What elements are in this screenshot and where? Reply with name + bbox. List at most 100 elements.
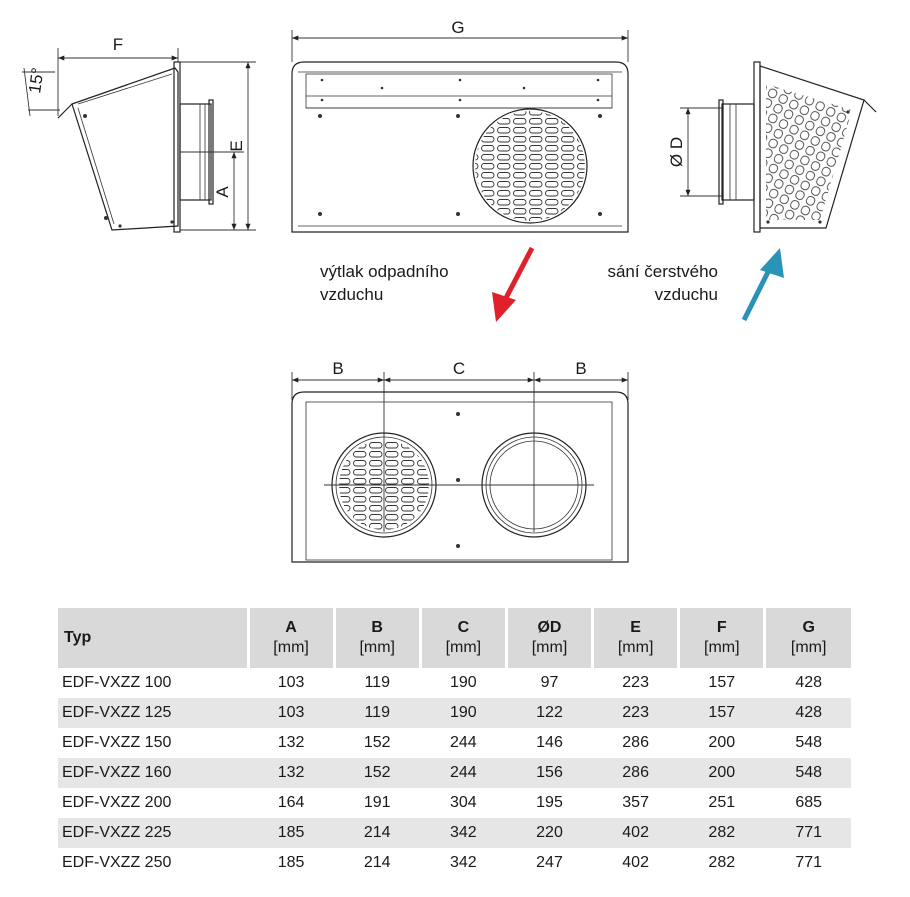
value-cell: 122: [506, 698, 593, 728]
intake-arrow-icon: [741, 248, 784, 322]
dim-b-right-label: B: [575, 359, 586, 378]
technical-drawings: F 15° E A G: [22, 18, 877, 563]
value-cell: 185: [277, 854, 305, 871]
dim-d-label: Ø D: [667, 137, 686, 167]
column-header-name: F: [716, 619, 727, 636]
value-cell: 286: [622, 734, 649, 751]
column-header-unit: [mm]: [790, 639, 827, 656]
value-cell: 286: [592, 758, 679, 788]
value-cell: 103: [248, 698, 335, 728]
value-cell: 304: [450, 794, 477, 811]
value-cell: 164: [277, 794, 305, 811]
dim-f-label: F: [113, 35, 123, 54]
value-cell: 119: [364, 674, 390, 691]
value-cell: 200: [708, 734, 736, 751]
value-cell: 195: [536, 794, 563, 811]
value-cell: 157: [678, 698, 765, 728]
value-cell: 223: [592, 698, 679, 728]
value-cell: 220: [506, 818, 593, 848]
value-cell: 357: [622, 794, 649, 811]
column-header-2: C [mm]: [418, 608, 507, 668]
value-cell: 402: [592, 818, 679, 848]
type-cell: EDF-VXZZ 160: [58, 758, 248, 788]
value-cell: 685: [795, 794, 823, 811]
column-header-1: B[mm]: [332, 608, 421, 668]
value-cell: 97: [540, 674, 559, 691]
value-cell: 214: [363, 854, 391, 871]
value-cell: 132: [277, 734, 305, 751]
value-cell: 428: [764, 698, 851, 728]
column-header-unit: [mm]: [273, 639, 309, 656]
dim-g-label: G: [451, 18, 464, 37]
value-cell: 146: [536, 734, 563, 751]
value-cell: 132: [248, 758, 335, 788]
value-cell: 548: [795, 734, 823, 751]
value-cell: 152: [334, 758, 421, 788]
exhaust-annotation: výtlak odpadního vzduchu: [320, 246, 535, 322]
column-header-0: A [mm]: [246, 608, 335, 668]
value-cell: 251: [708, 794, 736, 811]
value-cell: 771: [764, 818, 851, 848]
rear-view: B C B: [291, 359, 629, 563]
value-cell: 282: [708, 854, 736, 871]
value-cell: 342: [450, 854, 477, 871]
column-header-3: ØD[mm]: [504, 608, 593, 668]
dimension-table: Typ A[mm]B[mm]C[mm]ØD[mm]E[mm]F[mm]G[mm]…: [58, 608, 851, 878]
intake-caption-line2: vzduchu: [655, 285, 718, 304]
dim-c-label: C: [453, 359, 465, 378]
table-header-row: Typ A[mm]B[mm]C[mm]ØD[mm]E[mm]F[mm]G[mm]: [58, 608, 851, 668]
dim-b-left-label: B: [332, 359, 343, 378]
angle-label: 15°: [25, 66, 47, 94]
value-cell: 191: [363, 794, 391, 811]
value-cell: 103: [277, 674, 305, 691]
value-cell: 157: [708, 674, 736, 691]
type-cell: EDF-VXZZ 250: [62, 854, 172, 871]
exhaust-caption-line1: výtlak odpadního: [320, 262, 449, 281]
type-cell: EDF-VXZZ 225: [58, 818, 248, 848]
value-cell: 119: [334, 698, 421, 728]
value-cell: 247: [536, 854, 563, 871]
type-cell: EDF-VXZZ 125: [58, 698, 248, 728]
column-header-name: B: [371, 619, 383, 636]
column-header-unit: [mm]: [704, 639, 740, 656]
column-header-unit: [mm]: [445, 639, 482, 656]
front-view: G: [291, 18, 629, 233]
value-cell: 282: [678, 818, 765, 848]
exhaust-caption-line2: vzduchu: [320, 285, 383, 304]
value-cell: 190: [420, 698, 507, 728]
type-cell: EDF-VXZZ 100: [62, 674, 172, 691]
value-cell: 771: [795, 854, 823, 871]
table-row: EDF-VXZZ 100 103 119 190 97 223 157 428: [58, 668, 851, 698]
value-cell: 152: [363, 734, 391, 751]
column-header-4: E [mm]: [591, 608, 679, 668]
value-cell: 244: [420, 758, 507, 788]
value-cell: 244: [450, 734, 477, 751]
type-cell: EDF-VXZZ 150: [62, 734, 172, 751]
intake-caption-line1: sání čerstvého: [607, 262, 718, 281]
column-header-unit: [mm]: [531, 639, 568, 656]
column-header-unit: [mm]: [617, 639, 654, 656]
value-cell: 185: [248, 818, 335, 848]
intake-annotation: sání čerstvého vzduchu: [607, 248, 784, 322]
side-view-left: F 15° E A: [22, 35, 256, 233]
side-view-right: Ø D: [667, 61, 877, 233]
column-header-name: E: [630, 619, 641, 636]
column-header-5: F [mm]: [677, 608, 765, 668]
table-row: EDF-VXZZ 150 132 152 244 146 286 200 548: [58, 728, 851, 758]
value-cell: 428: [795, 674, 823, 691]
column-header-name: G: [802, 619, 815, 636]
value-cell: 214: [334, 818, 421, 848]
column-header-name: A: [285, 619, 297, 636]
value-cell: 190: [450, 674, 477, 691]
type-header: Typ: [58, 608, 248, 668]
exhaust-arrow-icon: [492, 246, 535, 322]
value-cell: 223: [622, 674, 649, 691]
value-cell: 200: [678, 758, 765, 788]
column-header-name: C: [457, 619, 470, 636]
dim-a-label: A: [213, 186, 232, 198]
